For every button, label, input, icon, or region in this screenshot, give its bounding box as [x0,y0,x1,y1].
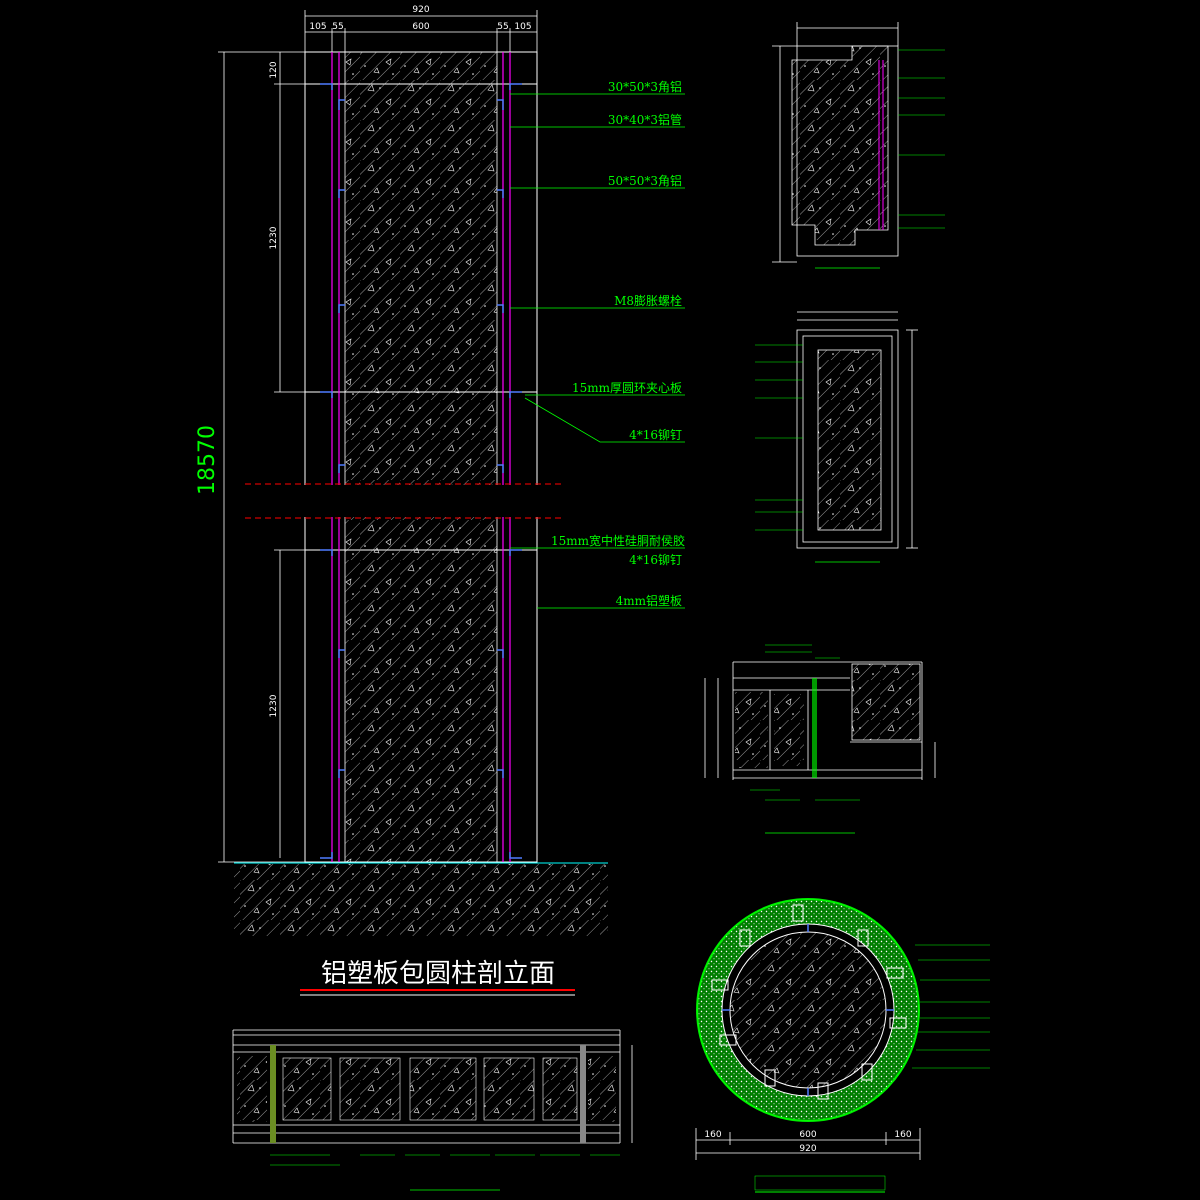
callout-angle-50x50: 50*50*3角铝 [608,173,682,188]
ground-slab [234,864,608,936]
top-dimension-chain [304,10,538,52]
callout-leaders [510,93,685,609]
dim-part-2: 55 [332,22,343,32]
main-elevation: 920 105 55 600 55 105 18570 120 1230 123… [195,5,685,996]
detail-joint-section [704,644,936,834]
side-dim-top: 120 [269,61,279,78]
dim-part-3: 600 [412,22,429,32]
detail-circular-plan: 160 600 160 920 [695,898,990,1193]
callout-acp-panel: 4mm铝塑板 [616,593,682,608]
side-dim-upper: 1230 [269,226,279,249]
plan-dim-center: 600 [799,1130,816,1140]
dim-part-5: 105 [514,22,531,32]
callout-anchor-bolt: M8膨胀螺栓 [614,293,682,308]
overall-height-dimension [218,51,305,863]
dim-total-width: 920 [412,5,429,15]
detail-section-top [772,22,945,269]
aluminum-keel [331,52,511,862]
plan-dim-total: 920 [799,1144,816,1154]
concrete-core [344,51,498,863]
break-lines-edge [245,483,565,519]
callout-sandwich-ring: 15mm厚圆环夹心板 [572,381,682,395]
callout-rivet-2: 4*16铆钉 [629,552,682,567]
plan-dim-left: 160 [704,1130,721,1140]
detail-section-square [755,311,918,563]
angle-brackets [320,83,522,859]
overall-height-label: 18570 [195,425,220,495]
detail-panel-strip [232,1029,633,1191]
callout-rivet-1: 4*16铆钉 [629,427,682,442]
side-dim-lower: 1230 [269,694,279,717]
callout-sealant: 15mm宽中性硅胴耐侯胶 [551,533,685,548]
break-gap [245,485,565,517]
dim-part-1: 105 [309,22,326,32]
callout-angle-30x50: 30*50*3角铝 [608,79,682,94]
main-title: 铝塑板包圆柱剖立面 [321,959,555,989]
plan-dim-right: 160 [894,1130,911,1140]
dim-part-4: 55 [497,22,508,32]
callout-tube-30x40: 30*40*3铝管 [608,112,682,127]
